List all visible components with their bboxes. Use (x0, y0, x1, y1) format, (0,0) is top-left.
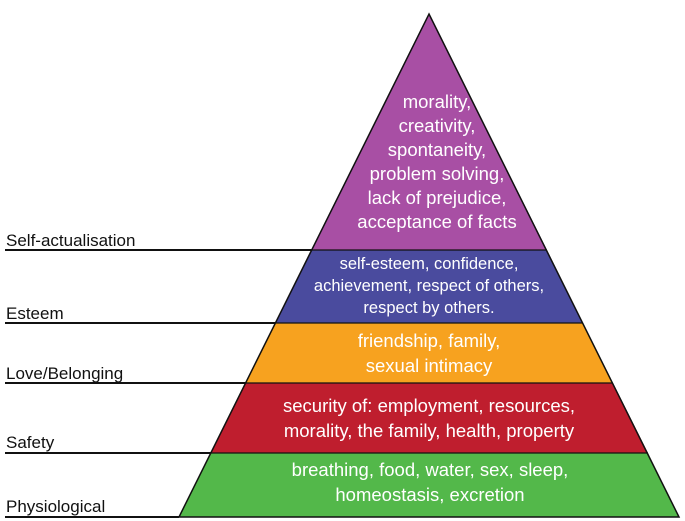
layer-text: morality, the family, health, property (284, 420, 575, 441)
layer-text: creativity, (399, 115, 476, 136)
layer-text: achievement, respect of others, (314, 277, 544, 295)
layer-text: self-esteem, confidence, (340, 255, 519, 273)
layer-text: respect by others. (363, 299, 494, 317)
label-self-actualisation: Self-actualisation (6, 231, 135, 250)
layer-text: morality, (403, 91, 472, 112)
layer-text: homeostasis, excretion (335, 484, 524, 505)
layer-dividers (211, 249, 648, 454)
layer-physiological (179, 453, 679, 517)
layer-text: breathing, food, water, sex, sleep, (292, 459, 569, 480)
layer-text: acceptance of facts (357, 211, 516, 232)
label-physiological: Physiological (6, 497, 105, 516)
layer-love-belonging (246, 323, 613, 383)
label-safety: Safety (6, 433, 55, 452)
layer-esteem (275, 250, 583, 323)
layer-text: spontaneity, (388, 139, 486, 160)
layer-safety (211, 383, 648, 453)
pyramid-outline (177, 12, 681, 518)
layer-text: security of: employment, resources, (283, 395, 575, 416)
layer-text: lack of prejudice, (368, 187, 507, 208)
label-esteem: Esteem (6, 304, 64, 323)
label-love-belonging: Love/Belonging (6, 364, 123, 383)
layer-text: friendship, family, (358, 330, 501, 351)
label-lines (5, 249, 312, 518)
layer-text: sexual intimacy (366, 355, 493, 376)
layer-text: problem solving, (370, 163, 505, 184)
layer-self-actualisation (312, 14, 547, 250)
